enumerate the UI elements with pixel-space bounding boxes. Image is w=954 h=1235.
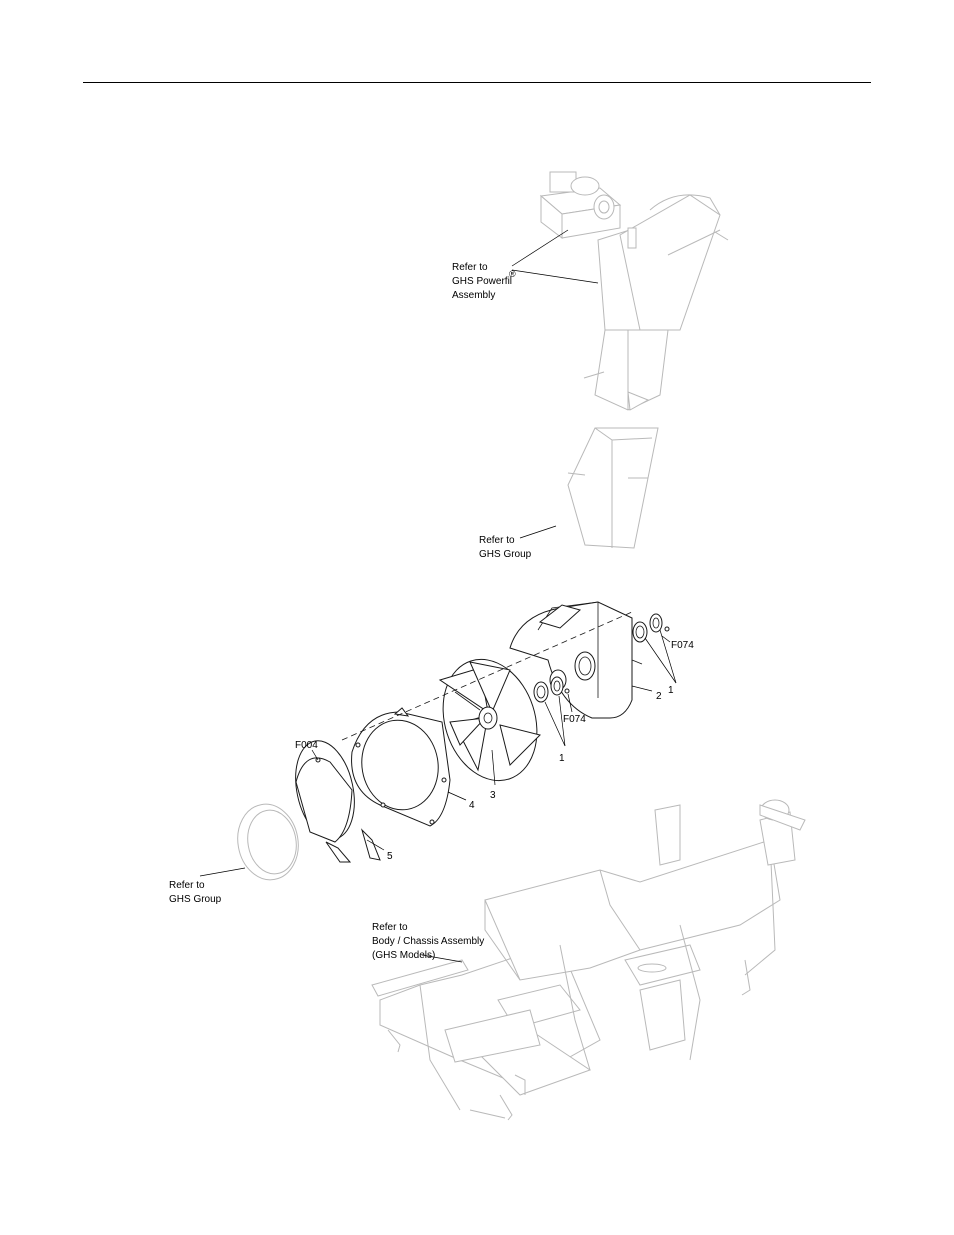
chassis-ref-line-2: Body / Chassis Assembly	[372, 936, 484, 947]
chassis-ref-line-3: (GHS Models)	[372, 950, 435, 961]
ghs-group-ring-illustration	[232, 799, 304, 884]
callout-f074-mid: F074	[563, 714, 586, 725]
powerfill-reference-label: Refer to GHS Powerfil ® Assembly	[452, 262, 516, 301]
ghs-group-left-line-1: Refer to	[169, 880, 205, 891]
bearing-set-right	[633, 614, 669, 642]
chassis-reference-label: Refer to Body / Chassis Assembly (GHS Mo…	[372, 922, 484, 961]
callout-1-right: 1	[668, 685, 674, 696]
ghs-group-chute-illustration	[568, 428, 658, 548]
powerfill-ref-line-3: Assembly	[452, 290, 495, 301]
housing-back-plate-part-4	[352, 708, 450, 826]
ghs-group-top-line-2: GHS Group	[479, 549, 532, 560]
body-chassis-illustration	[372, 800, 805, 1120]
callout-2: 2	[656, 691, 662, 702]
ghs-group-left-line-2: GHS Group	[169, 894, 222, 905]
powerfill-assembly-illustration	[541, 172, 728, 410]
callout-1-mid: 1	[559, 753, 565, 764]
callout-3: 3	[490, 790, 496, 801]
chassis-ref-line-1: Refer to	[372, 922, 408, 933]
registered-mark: ®	[509, 269, 516, 279]
callout-5: 5	[387, 851, 393, 862]
powerfill-ref-line-2: GHS Powerfil	[452, 276, 512, 287]
ghs-group-top-line-1: Refer to	[479, 535, 515, 546]
powerfill-ref-line-1: Refer to	[452, 262, 488, 273]
ghs-group-top-label: Refer to GHS Group	[479, 535, 532, 560]
callout-f004: F004	[295, 740, 318, 751]
callout-f074-right: F074	[671, 640, 694, 651]
ghs-group-left-label: Refer to GHS Group	[169, 880, 222, 905]
callout-4: 4	[469, 800, 475, 811]
